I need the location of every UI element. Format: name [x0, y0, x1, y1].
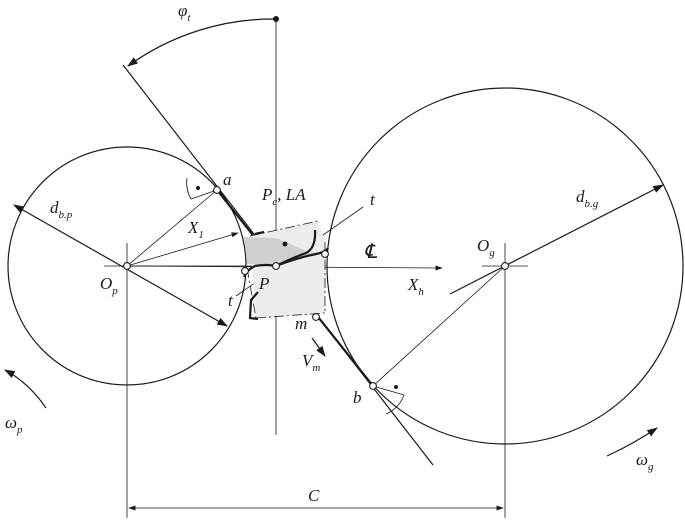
right-angle-dot-b [394, 385, 398, 389]
omega-p-label: ωp [5, 413, 23, 436]
pinion-diameter-line [13, 204, 228, 327]
contact-zone-border-top [249, 220, 319, 237]
tangent-label-lower: t [228, 291, 234, 310]
tooth-marker-lower [248, 291, 259, 321]
phi-t-arc-end-dot [273, 16, 279, 22]
contact-zone-border-left [246, 267, 257, 319]
point-a-label: a [223, 170, 232, 189]
og-label: Og [477, 236, 495, 259]
point-right [321, 250, 329, 258]
xh-label: Xh [407, 275, 424, 298]
center-distance-label: C [308, 486, 320, 505]
omega-g-arrow [606, 427, 658, 457]
contact-zone-dot [282, 241, 288, 247]
phi-t-arc [127, 18, 277, 67]
pc-la-label: Pc, LA [261, 185, 306, 208]
vm-arrow [311, 337, 326, 357]
point-a [213, 186, 221, 194]
omega-g-label: ωg [636, 450, 654, 473]
right-angle-dot-a [196, 186, 200, 190]
gear-center [501, 262, 509, 270]
point-b-label: b [353, 388, 362, 407]
tangent-label-upper: t [370, 190, 376, 209]
gear-radius-to-b [372, 265, 506, 387]
contact-zone-light [250, 221, 325, 318]
phi-t-label: φt [178, 1, 191, 24]
point-m [312, 313, 320, 321]
db-p-label: db.p [50, 198, 73, 221]
point-m-label: m [295, 314, 307, 333]
gear-diameter-line [449, 184, 664, 295]
point-p-label: P [258, 274, 269, 293]
omega-p-arrow [4, 369, 47, 409]
point-p [272, 262, 280, 270]
point-left [241, 267, 249, 275]
contact-zone-dark [244, 237, 312, 266]
tooth-profile-gear [275, 247, 329, 268]
pinion-center [123, 262, 131, 270]
x1-vector [126, 232, 239, 267]
point-b [369, 382, 377, 390]
right-angle-arc-a [186, 177, 218, 200]
right-angle-arc-b [372, 385, 405, 415]
vm-label: Vm [302, 351, 320, 374]
x1-label: X1 [187, 218, 204, 241]
tooth-profile-upper [254, 230, 265, 236]
op-label: Op [100, 274, 118, 297]
pinion-radius-to-a [126, 189, 218, 267]
centerline-symbol: ℄ [364, 241, 378, 263]
db-g-label: db.g [576, 187, 599, 210]
contact-zone-border-bottom [255, 312, 326, 319]
